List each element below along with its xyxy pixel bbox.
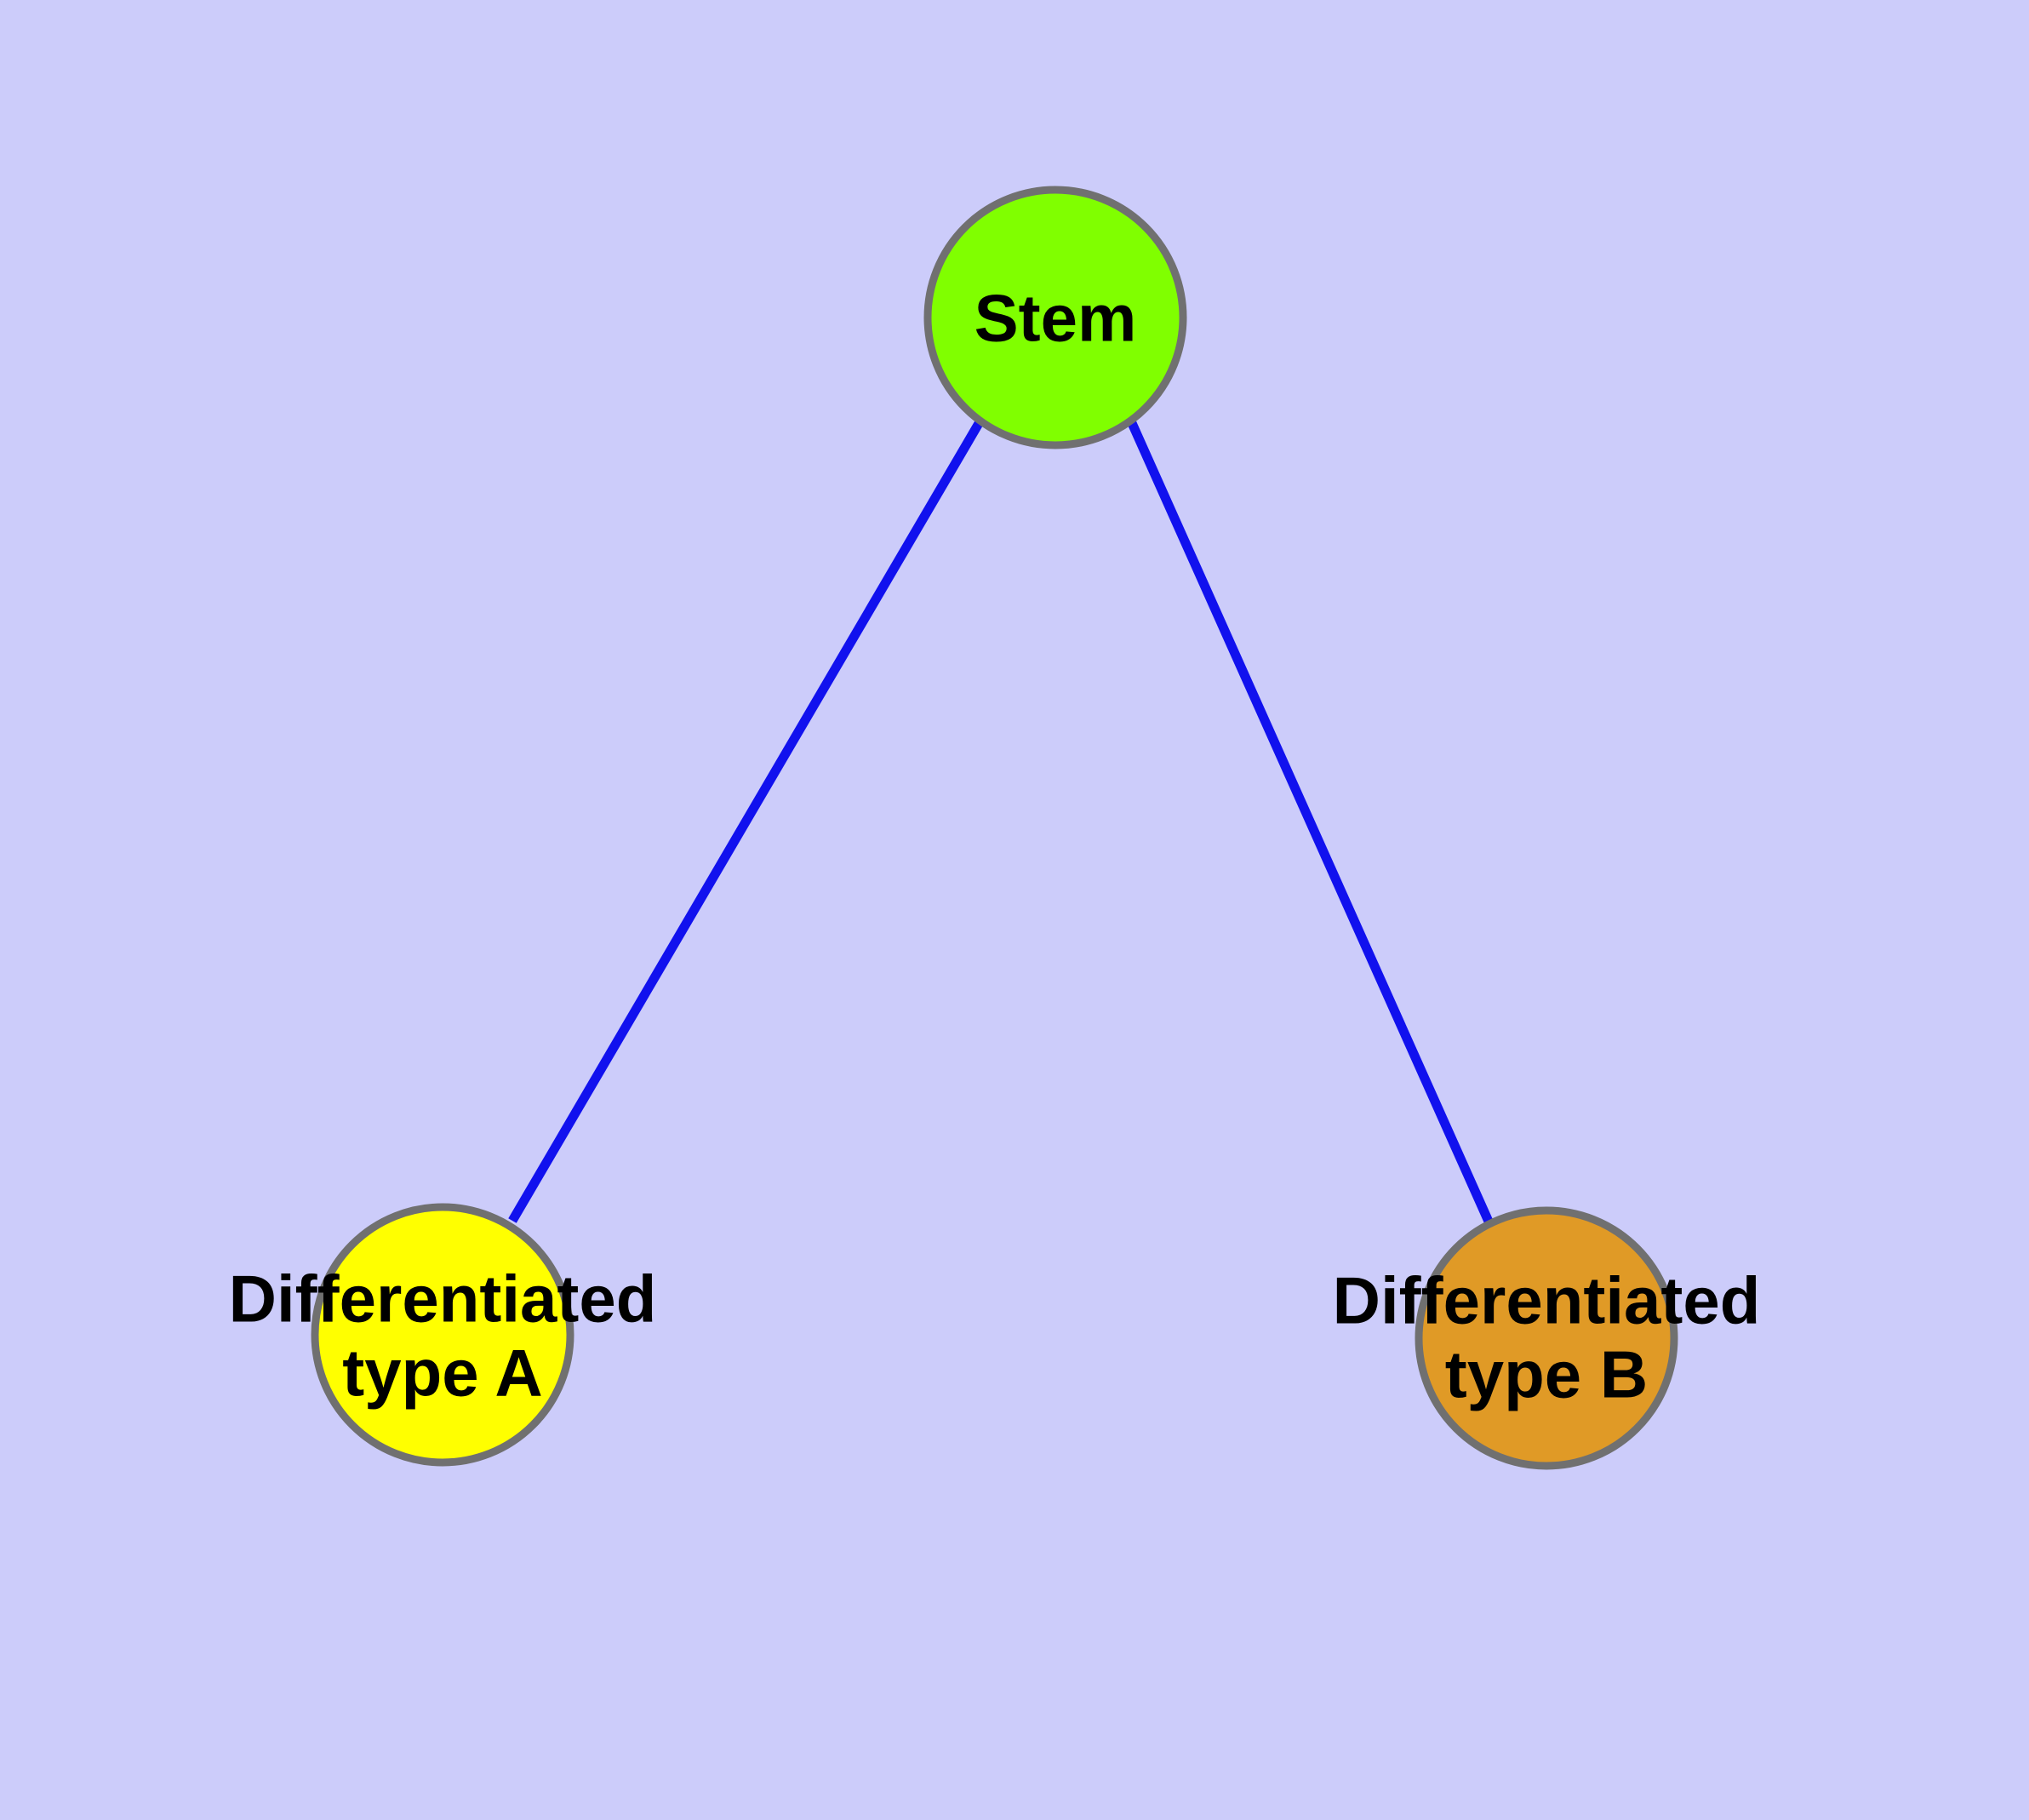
node-stem-circle[interactable]	[923, 186, 1187, 449]
node-layer	[311, 186, 1678, 1470]
node-diff-b-circle[interactable]	[1415, 1206, 1678, 1470]
node-diff-a-circle[interactable]	[311, 1203, 574, 1467]
edge-stem-to-diff-a[interactable]	[508, 418, 985, 1223]
edge-stem-to-diff-b[interactable]	[1127, 421, 1495, 1226]
edge-layer	[508, 418, 1495, 1226]
